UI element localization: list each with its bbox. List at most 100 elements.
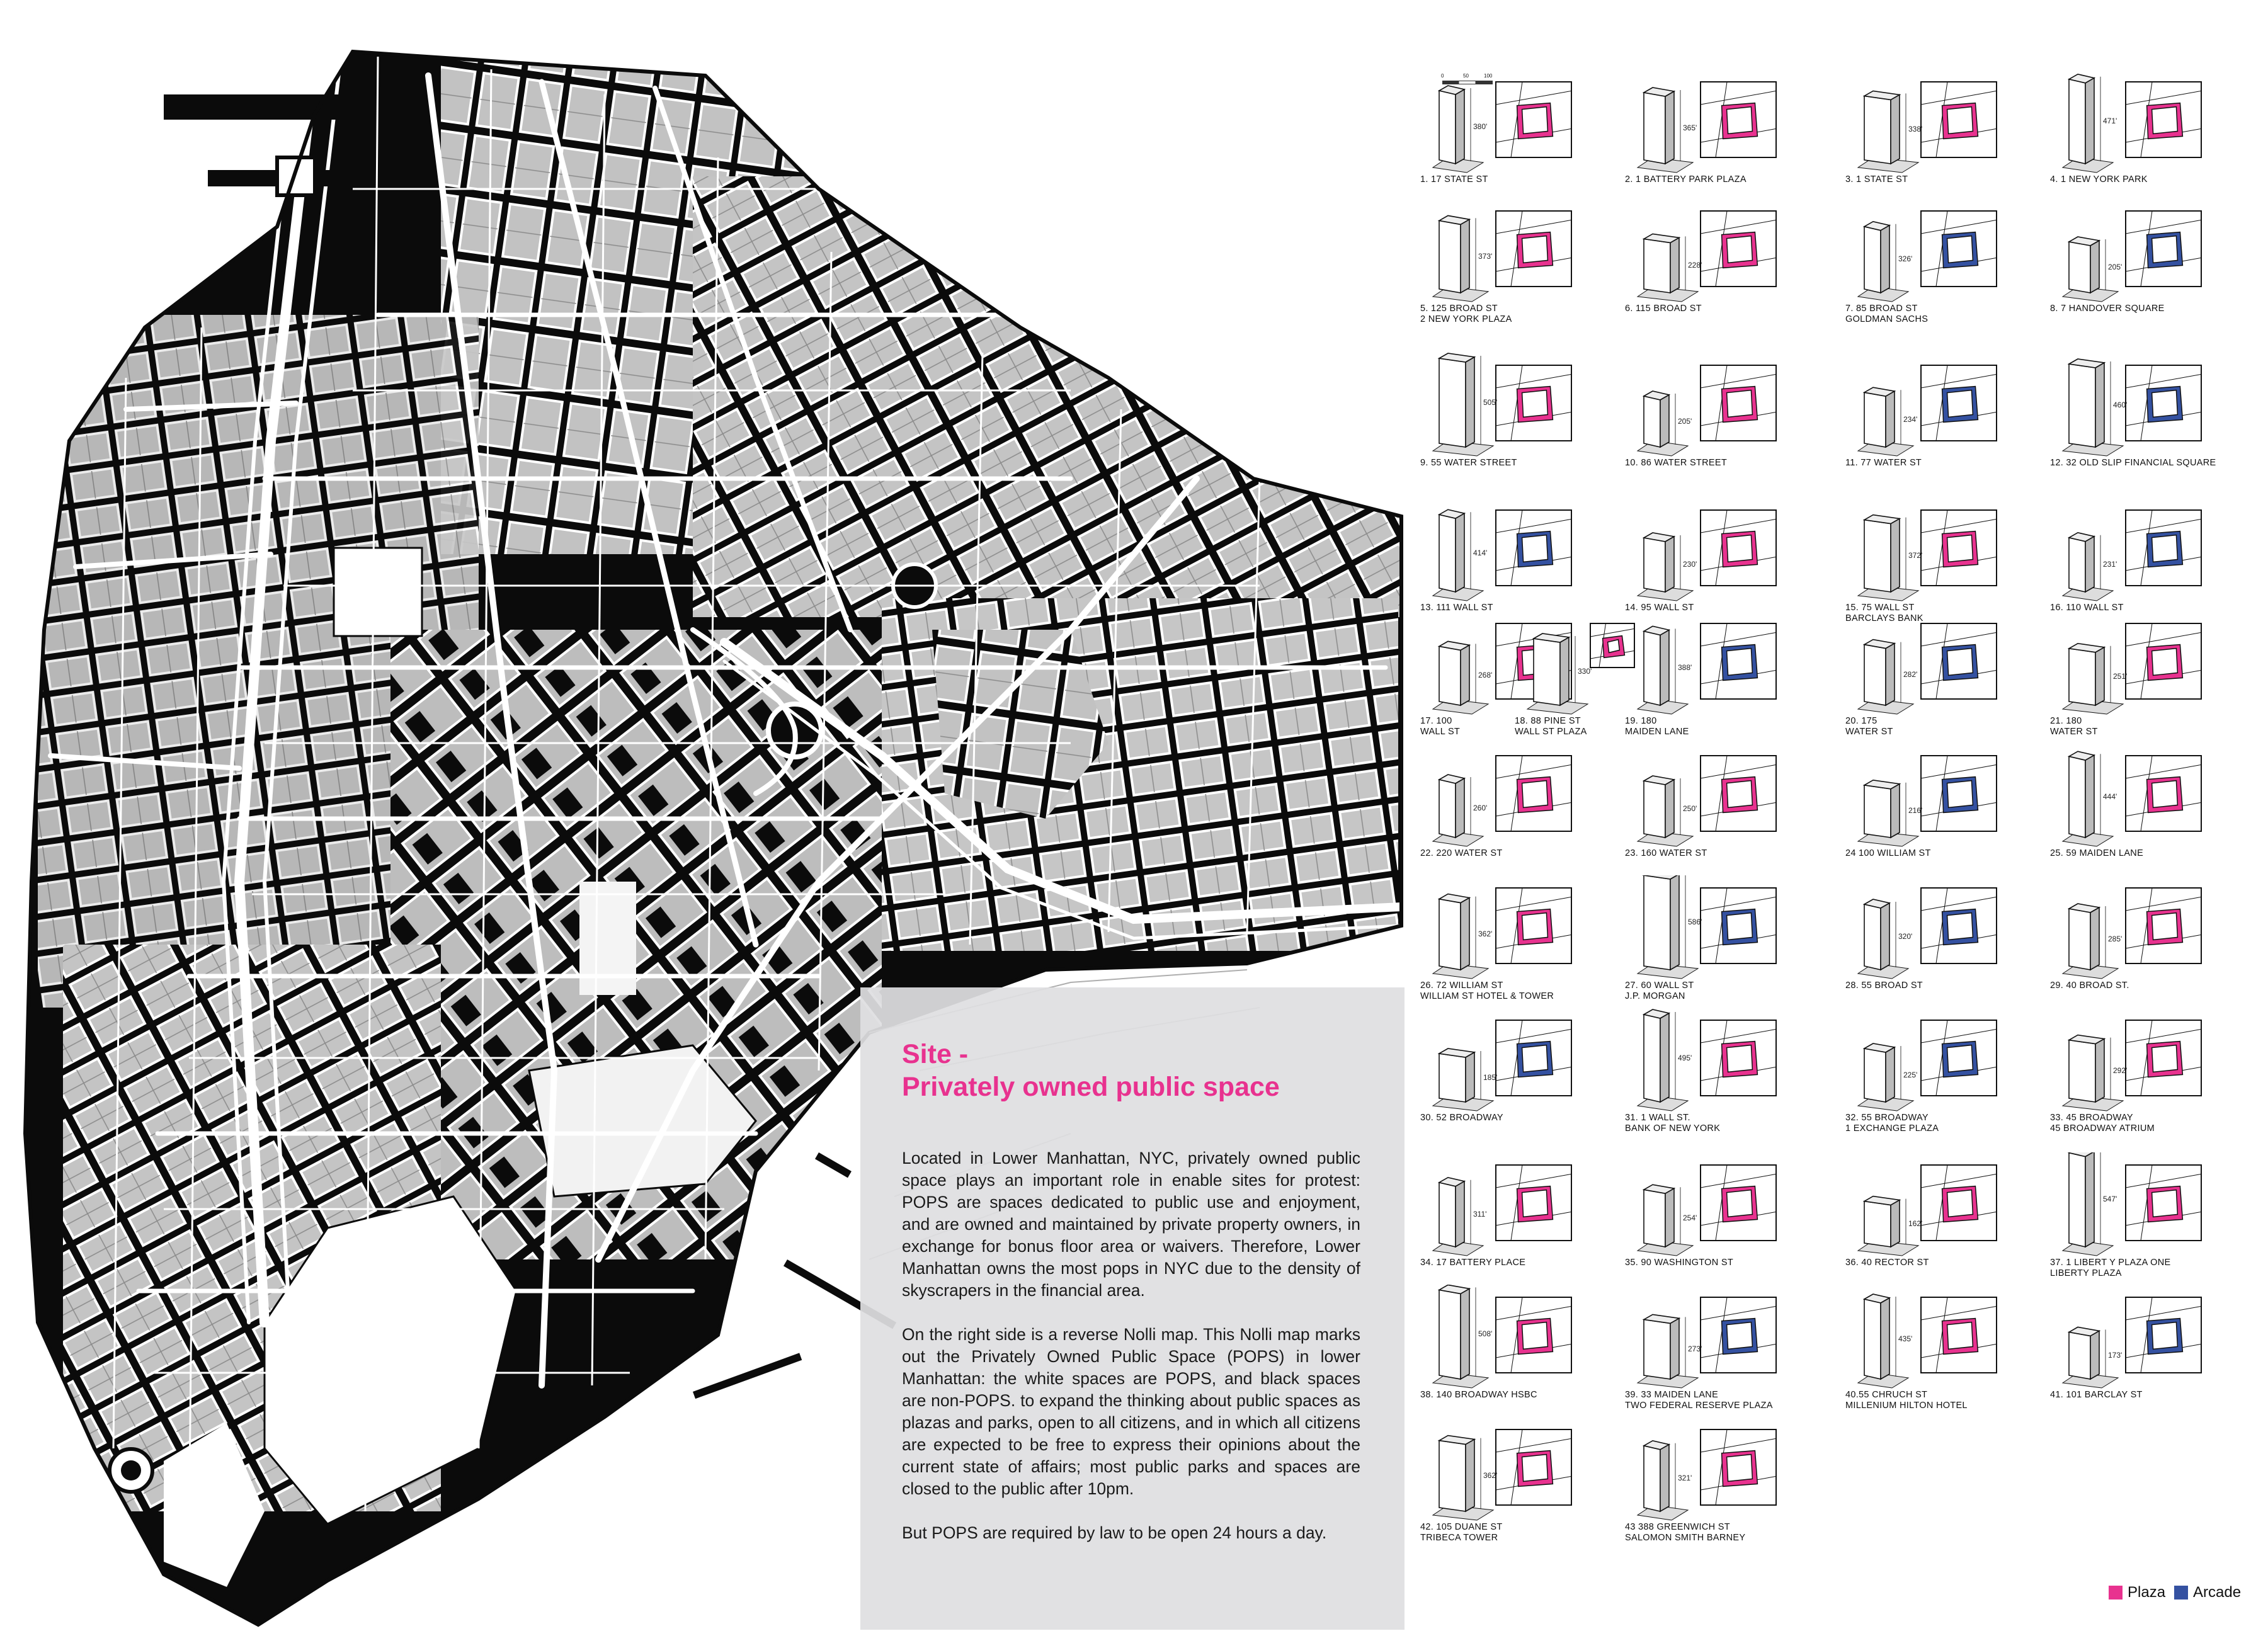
building-label: BANK OF NEW YORK bbox=[1625, 1123, 1721, 1134]
entry-drawing bbox=[1857, 887, 1997, 979]
building-label: 12. 32 OLD SLIP FINANCIAL SQUARE bbox=[2050, 458, 2216, 468]
building-label: 26. 72 WILLIAM ST bbox=[1420, 980, 1503, 991]
tower-axonometric bbox=[1857, 220, 1910, 302]
building-label: 2 NEW YORK PLAZA bbox=[1420, 314, 1512, 324]
tower-axonometric bbox=[1636, 233, 1699, 302]
height-label: 205' bbox=[1678, 416, 1692, 426]
tower-axonometric bbox=[1636, 390, 1689, 457]
entry-drawing bbox=[1432, 1285, 1572, 1389]
building-label: 6. 115 BROAD ST bbox=[1625, 304, 1702, 314]
building-label: 7. 85 BROAD ST bbox=[1845, 304, 1918, 314]
entry-drawing bbox=[1636, 875, 1777, 979]
arcade-site-plan bbox=[1920, 1020, 1997, 1096]
height-label: 254' bbox=[1683, 1213, 1697, 1222]
tower-axonometric bbox=[1432, 893, 1490, 979]
tower-axonometric bbox=[2061, 751, 2114, 847]
building-label: 20. 175 bbox=[1845, 716, 1878, 726]
height-label: 251' bbox=[2113, 671, 2128, 681]
entry-drawing bbox=[2061, 358, 2202, 457]
pops-entry: 250'23. 160 WATER ST bbox=[1625, 743, 1826, 885]
height-label: 268' bbox=[1478, 671, 1493, 680]
building-label: SALOMON SMITH BARNEY bbox=[1625, 1533, 1746, 1543]
building-label: 31. 1 WALL ST. bbox=[1625, 1113, 1690, 1123]
pops-entry: 460'12. 32 OLD SLIP FINANCIAL SQUARE bbox=[2050, 353, 2252, 494]
pops-entry: 508'38. 140 BROADWAY HSBC bbox=[1420, 1285, 1622, 1426]
building-label: 13. 111 WALL ST bbox=[1420, 603, 1493, 613]
pops-entry: 230' 14. 95 WALL ST bbox=[1625, 497, 1826, 639]
height-label: 162' bbox=[1908, 1219, 1923, 1228]
pops-entry: 505'9. 55 WATER STREET bbox=[1420, 353, 1622, 494]
building-label: WALL ST bbox=[1420, 727, 1461, 737]
pops-entry: 495'31. 1 WALL ST.BANK OF NEW YORK bbox=[1625, 1008, 1826, 1149]
arcade-site-plan bbox=[1700, 1297, 1777, 1373]
plaza-site-plan bbox=[1920, 509, 1997, 586]
plaza-site-plan bbox=[2125, 623, 2202, 700]
pops-entry: 228'6. 115 BROAD ST bbox=[1625, 198, 1826, 340]
building-label: 25. 59 MAIDEN LANE bbox=[2050, 848, 2144, 858]
tower-axonometric bbox=[1857, 1195, 1920, 1256]
plaza-site-plan bbox=[1495, 81, 1572, 158]
tower-axonometric bbox=[2061, 73, 2114, 173]
title-line-1: Site - bbox=[902, 1039, 969, 1069]
building-label: MAIDEN LANE bbox=[1625, 727, 1689, 737]
arcade-site-plan bbox=[1495, 1020, 1572, 1096]
building-label: MILLENIUM HILTON HOTEL bbox=[1845, 1401, 1968, 1411]
pops-entry: 320'28. 55 BROAD ST bbox=[1845, 875, 2047, 1017]
entry-drawing bbox=[2061, 210, 2202, 302]
plaza-site-plan bbox=[1495, 1297, 1572, 1373]
tower-axonometric bbox=[1857, 779, 1920, 847]
pops-entry: 173'41. 101 BARCLAY ST bbox=[2050, 1285, 2252, 1426]
tower-axonometric bbox=[1857, 514, 1920, 601]
pops-entry: 444' 25. 59 MAIDEN LANE bbox=[2050, 743, 2252, 885]
scale-label-0: 0 bbox=[1441, 73, 1444, 79]
tower-axonometric bbox=[1636, 875, 1699, 979]
pops-entry: 380'1. 17 STATE ST bbox=[1420, 69, 1622, 211]
height-label: 362' bbox=[1483, 1470, 1498, 1480]
building-label: 23. 160 WATER ST bbox=[1625, 848, 1707, 858]
building-label: 14. 95 WALL ST bbox=[1625, 603, 1694, 613]
arcade-label: Arcade bbox=[2193, 1584, 2242, 1601]
height-label: 444' bbox=[2103, 792, 2117, 801]
tower-axonometric bbox=[1636, 1184, 1694, 1256]
arcade-swatch bbox=[2174, 1586, 2188, 1600]
height-label: 282' bbox=[1903, 669, 1918, 679]
legend-plaza: Plaza bbox=[2109, 1584, 2165, 1601]
plaza-site-plan bbox=[2125, 1164, 2202, 1241]
building-label: TRIBECA TOWER bbox=[1420, 1533, 1498, 1543]
entry-drawing bbox=[1857, 1020, 1997, 1111]
building-label: 40.55 CHRUCH ST bbox=[1845, 1390, 1928, 1400]
tower-axonometric bbox=[1857, 387, 1915, 457]
arcade-site-plan bbox=[1920, 623, 1997, 700]
entry-drawing bbox=[2061, 887, 2202, 979]
tower-axonometric bbox=[1857, 90, 1920, 173]
entry-drawing bbox=[1636, 1297, 1777, 1389]
arcade-site-plan bbox=[2125, 365, 2202, 441]
tower-axonometric bbox=[1432, 1176, 1484, 1256]
tower-axonometric bbox=[2061, 236, 2119, 302]
tower-axonometric bbox=[1432, 353, 1495, 457]
pops-entry: 231'16. 110 WALL ST bbox=[2050, 497, 2252, 639]
pops-entry: 414'13. 111 WALL ST bbox=[1420, 497, 1622, 639]
building-label: 36. 40 RECTOR ST bbox=[1845, 1258, 1929, 1268]
pops-entry: 338'3. 1 STATE ST bbox=[1845, 69, 2047, 211]
arcade-site-plan bbox=[1920, 210, 1997, 287]
tower-axonometric bbox=[1636, 775, 1694, 847]
building-label: 1. 17 STATE ST bbox=[1420, 174, 1488, 185]
tower-axonometric bbox=[1857, 639, 1915, 715]
height-label: 292' bbox=[2113, 1066, 2128, 1075]
building-label: J.P. MORGAN bbox=[1625, 991, 1685, 1001]
plaza-site-plan bbox=[2125, 755, 2202, 832]
pops-entry: 216'24 100 WILLIAM ST bbox=[1845, 743, 2047, 885]
plaza-site-plan bbox=[1700, 755, 1777, 832]
tower-axonometric bbox=[1432, 1285, 1490, 1389]
height-label: 230' bbox=[1683, 560, 1697, 569]
height-label: 285' bbox=[2108, 934, 2123, 943]
arcade-site-plan bbox=[2125, 509, 2202, 586]
building-label: WATER ST bbox=[1845, 727, 1893, 737]
building-label: 15. 75 WALL ST bbox=[1845, 603, 1915, 613]
entry-drawing bbox=[1432, 1429, 1572, 1521]
